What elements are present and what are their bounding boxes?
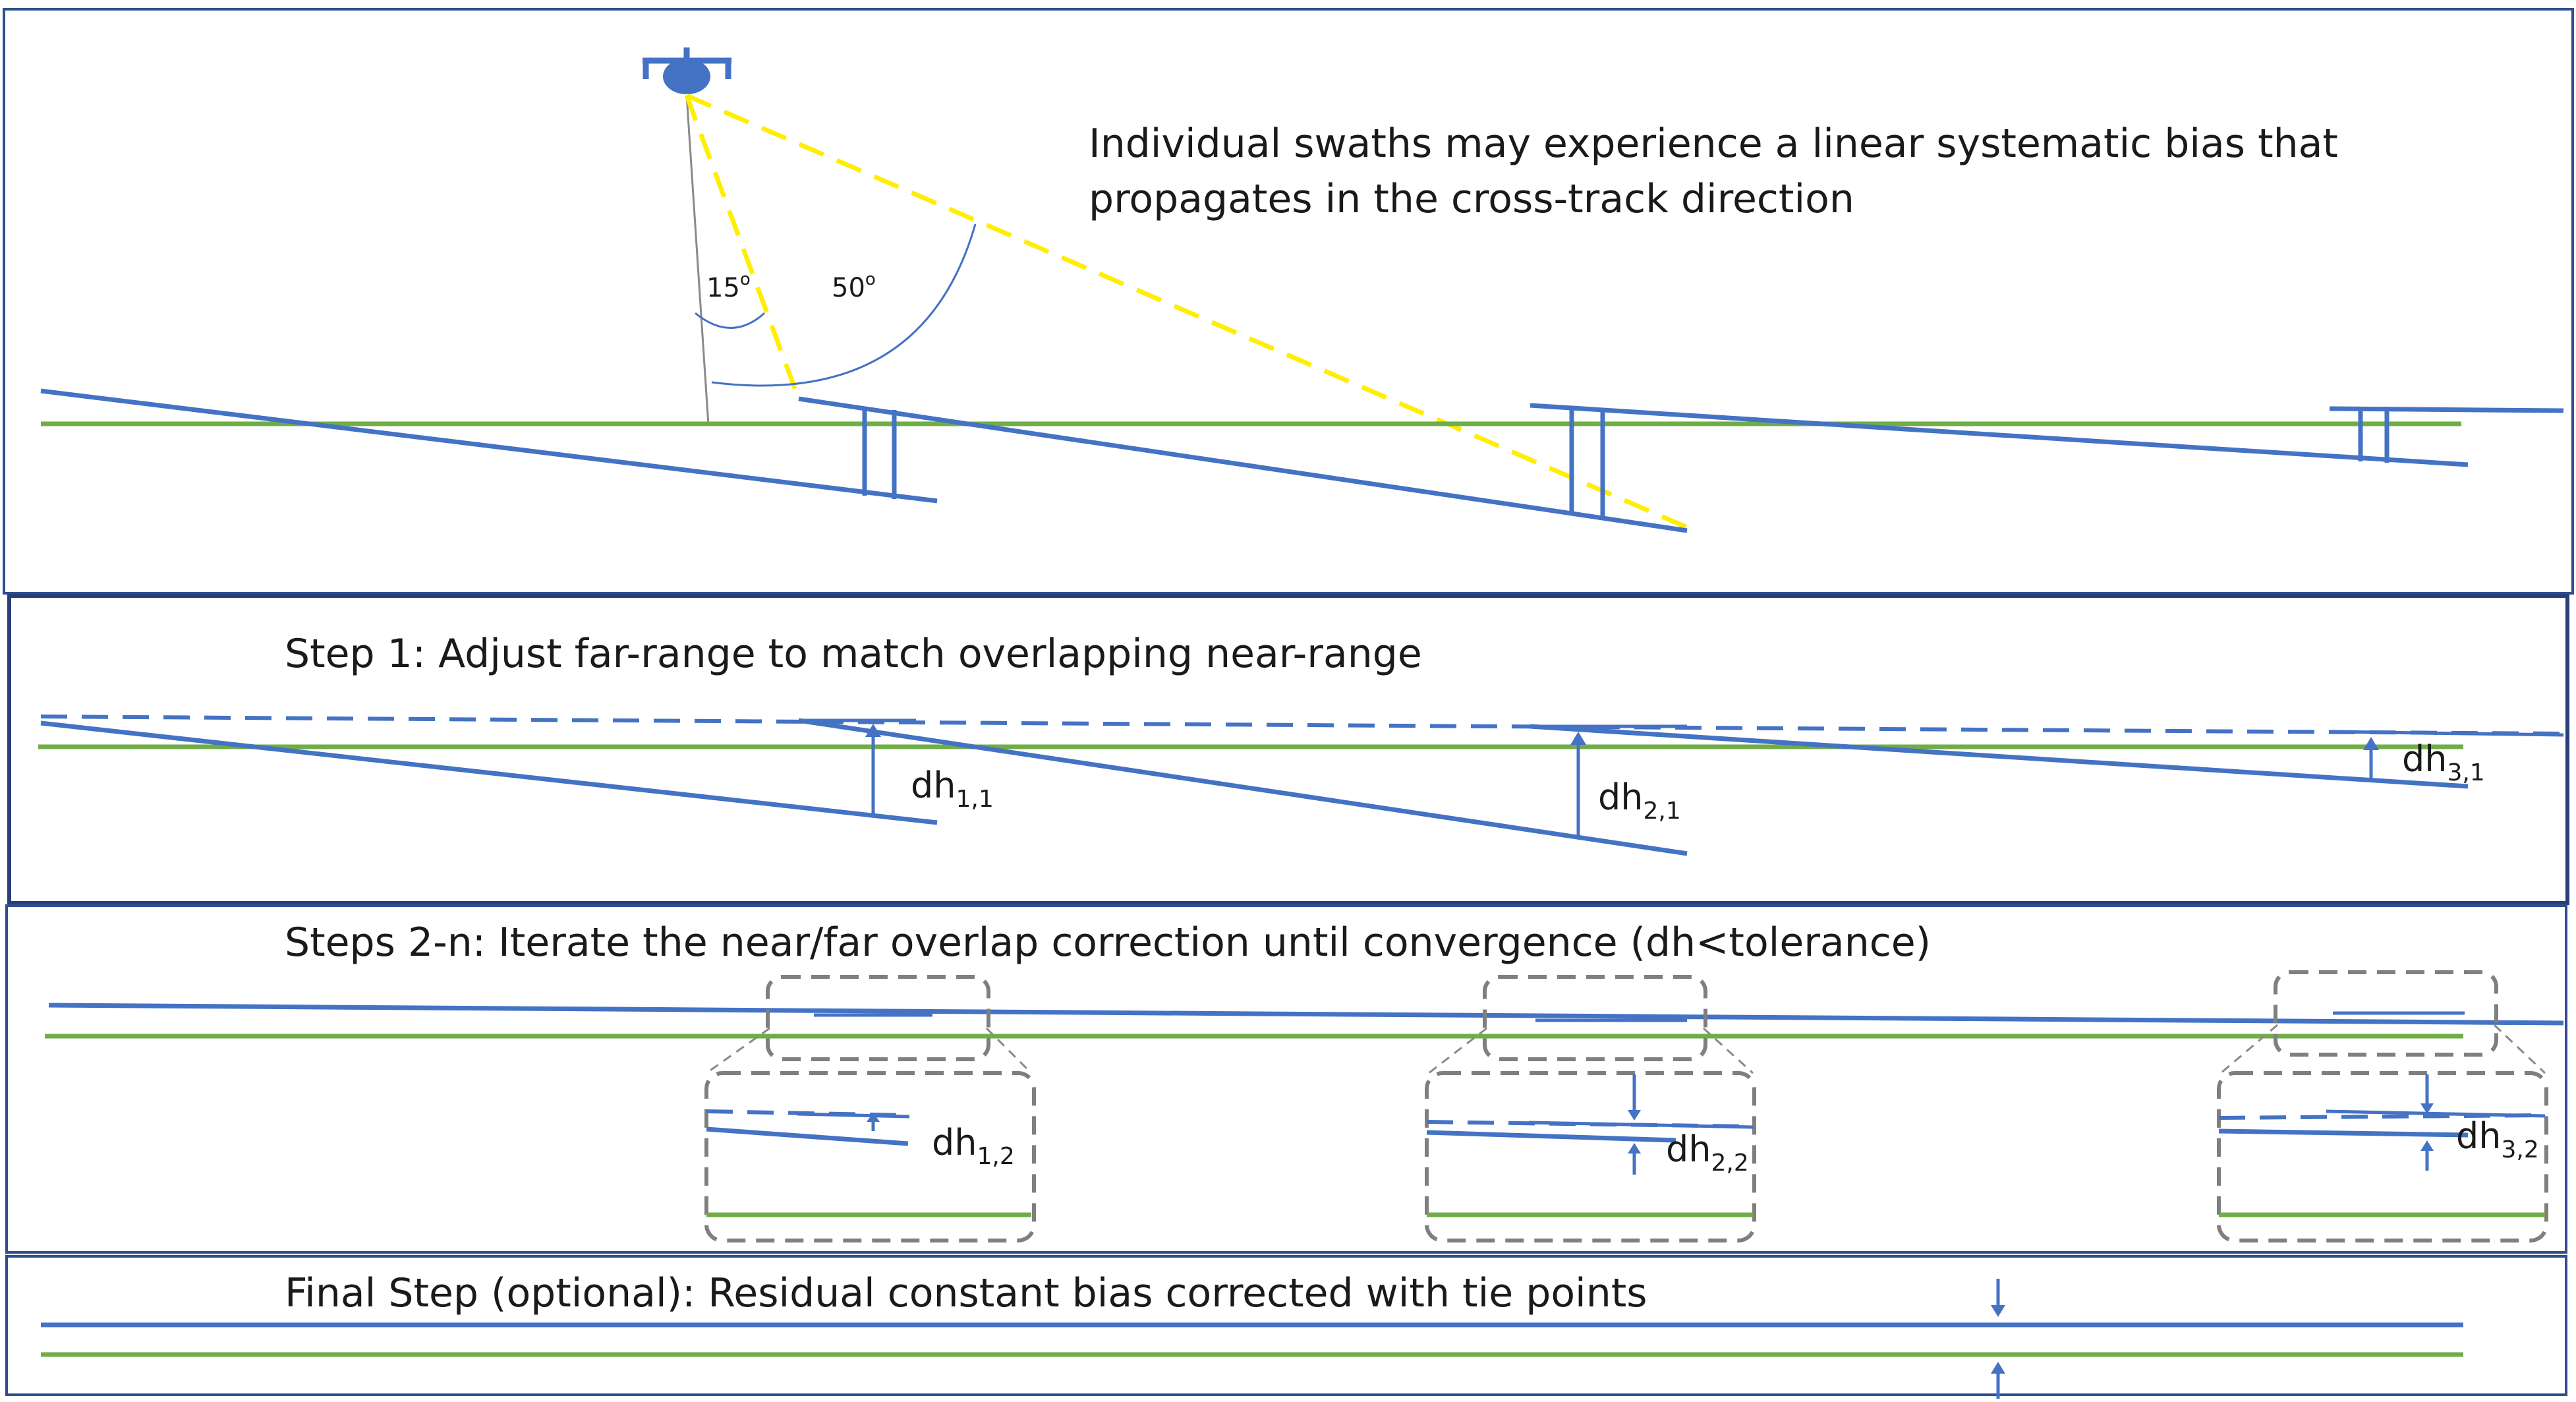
overlap-tie-3 xyxy=(2358,407,2390,463)
swath-2-line xyxy=(798,718,1688,856)
dh-arrow-2 xyxy=(1570,732,1586,838)
panel-steps-2-n: Steps 2-n: Iterate the near/far overlap … xyxy=(5,904,2567,1254)
converged-swath-line xyxy=(48,1003,2564,1026)
zoom-callout-3 xyxy=(2217,970,2548,1242)
tie-point-arrow-down xyxy=(1991,1279,2005,1317)
swath-2-line xyxy=(798,396,1688,533)
dh-arrow-3 xyxy=(2363,737,2379,781)
angle-label-50: 50o xyxy=(832,270,876,303)
dh-label-3-2: dh3,2 xyxy=(2456,1115,2539,1163)
angle-label-15: 15o xyxy=(706,270,751,303)
beam-near-line xyxy=(684,94,801,400)
swath-4-line xyxy=(2329,406,2564,413)
dh-label-1-1: dh1,1 xyxy=(911,765,994,813)
panel-final-step: Final Step (optional): Residual constant… xyxy=(5,1255,2567,1399)
dh-label-2-1: dh2,1 xyxy=(1598,776,1681,825)
panel-3-title: Steps 2-n: Iterate the near/far overlap … xyxy=(285,920,1931,966)
panel-4-title: Final Step (optional): Residual constant… xyxy=(285,1270,1647,1316)
panel-4-border xyxy=(5,1255,2567,1396)
dh-label-1-2: dh1,2 xyxy=(932,1122,1015,1170)
adjusted-swath-dashed-line xyxy=(40,715,2564,736)
dh-label-2-2: dh2,2 xyxy=(1666,1128,1749,1177)
tie-point-arrow-up xyxy=(1991,1362,2005,1399)
panel-1-caption-line-2: propagates in the cross-track direction xyxy=(1089,176,1854,222)
dh-label-3-1: dh3,1 xyxy=(2402,738,2485,786)
panel-2-border xyxy=(7,594,2569,905)
panel-1-caption-line-1: Individual swaths may experience a linea… xyxy=(1089,121,2338,167)
zoom-callout-2 xyxy=(1425,975,1756,1242)
near-range-segment-4 xyxy=(2329,730,2564,737)
panel-3-border xyxy=(5,904,2567,1254)
overlap-tie-1 xyxy=(862,410,897,499)
panel-2-title: Step 1: Adjust far-range to match overla… xyxy=(285,631,1422,677)
panel-step-1: Step 1: Adjust far-range to match overla… xyxy=(7,594,2569,905)
swath-1-line xyxy=(40,720,938,825)
angle-arc-15 xyxy=(695,312,766,329)
beam-far-line xyxy=(685,93,1688,530)
swath-3-line xyxy=(1530,403,2469,467)
panel-1-border xyxy=(3,8,2574,595)
sensor-icon xyxy=(643,47,731,94)
zoom-callout-1 xyxy=(704,975,1036,1242)
nadir-line xyxy=(685,95,710,426)
swath-1-line xyxy=(40,388,938,504)
overlap-tie-2 xyxy=(1569,409,1605,519)
angle-arc-50 xyxy=(711,223,977,387)
swath-3-line xyxy=(1530,724,2469,789)
dh-arrow-1 xyxy=(865,724,881,816)
panel-bias-illustration: 15o 50o Individual swaths may experience… xyxy=(3,8,2574,595)
